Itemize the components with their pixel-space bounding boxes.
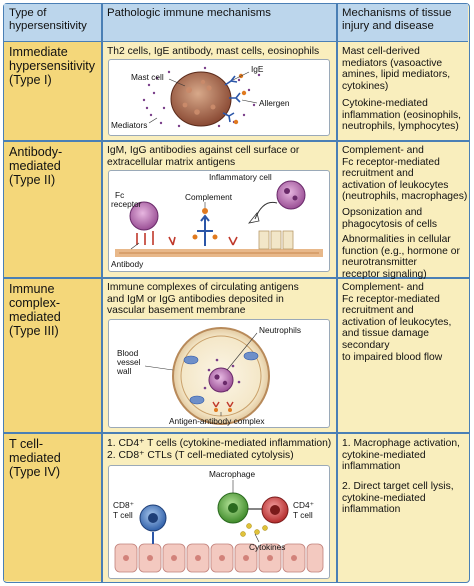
type-cell-type-3: Immune complex- mediated (Type III)	[4, 279, 102, 432]
header-tissue-injury: Mechanisms of tissue injury and disease	[337, 4, 468, 42]
injury-text-type-4-a: 1. Macrophage activation, cytokine-media…	[342, 438, 460, 473]
label-antibody: Antibody	[111, 259, 144, 269]
mechanism-text-type-1: Th2 cells, IgE antibody, mast cells, eos…	[107, 46, 320, 57]
row-divider	[4, 277, 469, 279]
injury-text-type-2-b: Opsonization and phagocytosis of cells	[342, 207, 438, 230]
label-t-cell-left: T cell	[113, 510, 133, 520]
row-divider	[4, 140, 469, 142]
label-blood: Blood	[117, 348, 139, 358]
injury-text-type-2-c: Abnormalities in cellular function (e.g.…	[342, 234, 460, 280]
type-cell-type-4: T cell- mediated (Type IV)	[4, 434, 102, 581]
header-type: Type of hypersensitivity	[4, 4, 102, 42]
injury-text-type-3: Complement- and Fc receptor-mediated rec…	[342, 282, 452, 363]
label-cd4: CD4⁺	[293, 500, 314, 510]
mechanism-text-type-2: IgM, IgG antibodies against cell surface…	[107, 145, 300, 168]
type-1-illustration: Mast cell IgE Allergen Mediators	[108, 59, 330, 136]
type-cell-type-2: Antibody- mediated (Type II)	[4, 142, 102, 277]
label-allergen: Allergen	[259, 98, 290, 108]
injury-text-type-2-a: Complement- and Fc receptor-mediated rec…	[342, 145, 468, 203]
label-neutrophils: Neutrophils	[259, 325, 301, 335]
injury-text-type-1-a: Mast cell-derived mediators (vasoactive …	[342, 46, 451, 92]
type-cell-type-1: Immediate hypersensitivity (Type I)	[4, 42, 102, 140]
column-divider	[336, 4, 338, 582]
mechanism-text-type-4-line-1: 1. CD4⁺ T cells (cytokine-mediated infla…	[107, 438, 332, 449]
type-2-illustration: Inflammatory cell Fc receptor Complement…	[108, 170, 330, 272]
label-t-cell-right: T cell	[293, 510, 313, 520]
label-fc: Fc	[115, 190, 124, 200]
header-mechanisms: Pathologic immune mechanisms	[102, 4, 337, 42]
injury-text-type-1-b: Cytokine-mediated inflammation (eosinoph…	[342, 98, 462, 133]
label-receptor: receptor	[111, 199, 142, 209]
label-complement: Complement	[185, 192, 233, 202]
label-cd8: CD8⁺	[113, 500, 134, 510]
mechanism-text-type-3: Immune complexes of circulating antigens…	[107, 282, 299, 317]
row-divider	[4, 432, 469, 434]
label-wall: wall	[116, 366, 131, 376]
label-antigen-antibody-complex: Antigen-antibody complex	[169, 416, 265, 426]
hypersensitivity-table: Type of hypersensitivity Pathologic immu…	[3, 3, 470, 583]
label-cytokines: Cytokines	[249, 542, 285, 552]
label-mediators: Mediators	[111, 120, 147, 130]
label-inflammatory-cell: Inflammatory cell	[209, 172, 272, 182]
mast-cell-shape	[170, 71, 232, 127]
label-ige: IgE	[251, 64, 264, 74]
label-macrophage: Macrophage	[209, 469, 256, 479]
label-vessel: vessel	[117, 357, 141, 367]
column-divider	[101, 4, 103, 582]
type-4-illustration: Macrophage CD8⁺ T cell CD4⁺ T cell Cytok…	[108, 465, 330, 579]
mechanism-text-type-4-line-2: 2. CD8⁺ CTLs (T cell-mediated cytolysis)	[107, 450, 294, 461]
type-3-illustration: Neutrophils Blood vessel wall Antigen-an…	[108, 319, 330, 428]
fc-receptor-cell	[129, 201, 159, 231]
injury-text-type-4-b: 2. Direct target cell lysis, cytokine-me…	[342, 481, 454, 516]
neutrophil-shape	[208, 367, 234, 393]
label-mast-cell: Mast cell	[131, 72, 164, 82]
inflammatory-cell-shape	[276, 180, 306, 210]
